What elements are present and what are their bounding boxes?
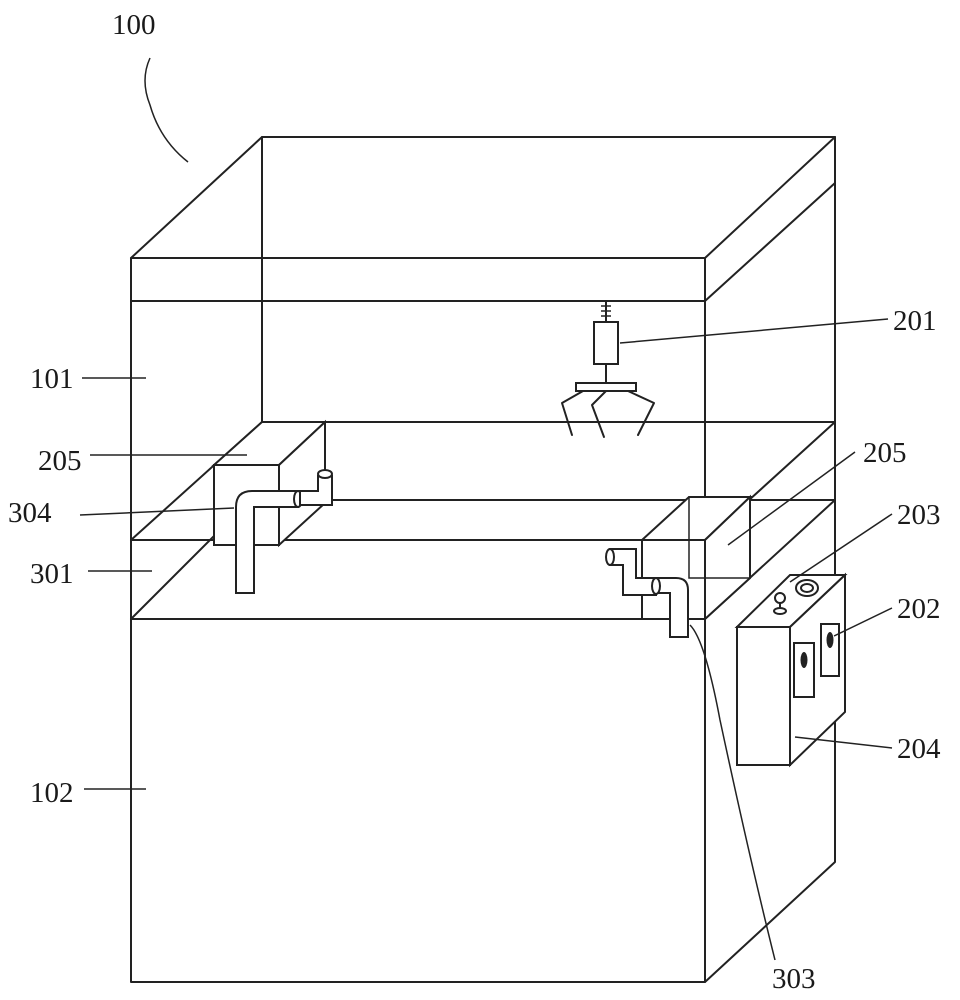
label-101: 101 (30, 363, 74, 395)
claw-plate (576, 383, 636, 391)
top-band-side (705, 183, 835, 301)
label-205-right: 205 (863, 437, 907, 469)
slot-right (821, 624, 839, 676)
slot-left (794, 643, 814, 697)
label-204: 204 (897, 733, 941, 765)
label-203: 203 (897, 499, 941, 531)
leader-100 (145, 58, 188, 162)
label-301: 301 (30, 558, 74, 590)
claw-arm-left (562, 391, 583, 435)
box-205-right (642, 497, 750, 619)
pipe-303-joint (652, 578, 660, 594)
pipe-304-top-opening (318, 470, 332, 478)
label-303: 303 (772, 963, 816, 995)
label-304: 304 (8, 497, 52, 529)
joystick-base (774, 608, 786, 614)
slot-right-hole (827, 632, 834, 648)
leader-203 (790, 514, 892, 582)
claw-201 (562, 301, 654, 437)
joystick-knob (775, 593, 785, 603)
pipe-303-inlet (606, 549, 614, 565)
label-102: 102 (30, 777, 74, 809)
label-201: 201 (893, 305, 937, 337)
control-box-front (737, 627, 790, 765)
claw-motor (594, 322, 618, 364)
label-202: 202 (897, 593, 941, 625)
label-100: 100 (112, 9, 156, 41)
claw-arm-right (628, 391, 654, 435)
claw-arm-mid (592, 391, 606, 437)
box-205-left (214, 422, 325, 545)
reference-labels: 100 101 102 201 202 203 204 205 205 301 … (8, 9, 941, 995)
leader-201 (620, 319, 888, 343)
label-205-left: 205 (38, 445, 82, 477)
cabinet-top-face (131, 137, 835, 258)
round-button-inner (801, 584, 813, 592)
leader-304 (80, 508, 234, 515)
slot-left-hole (801, 652, 808, 668)
